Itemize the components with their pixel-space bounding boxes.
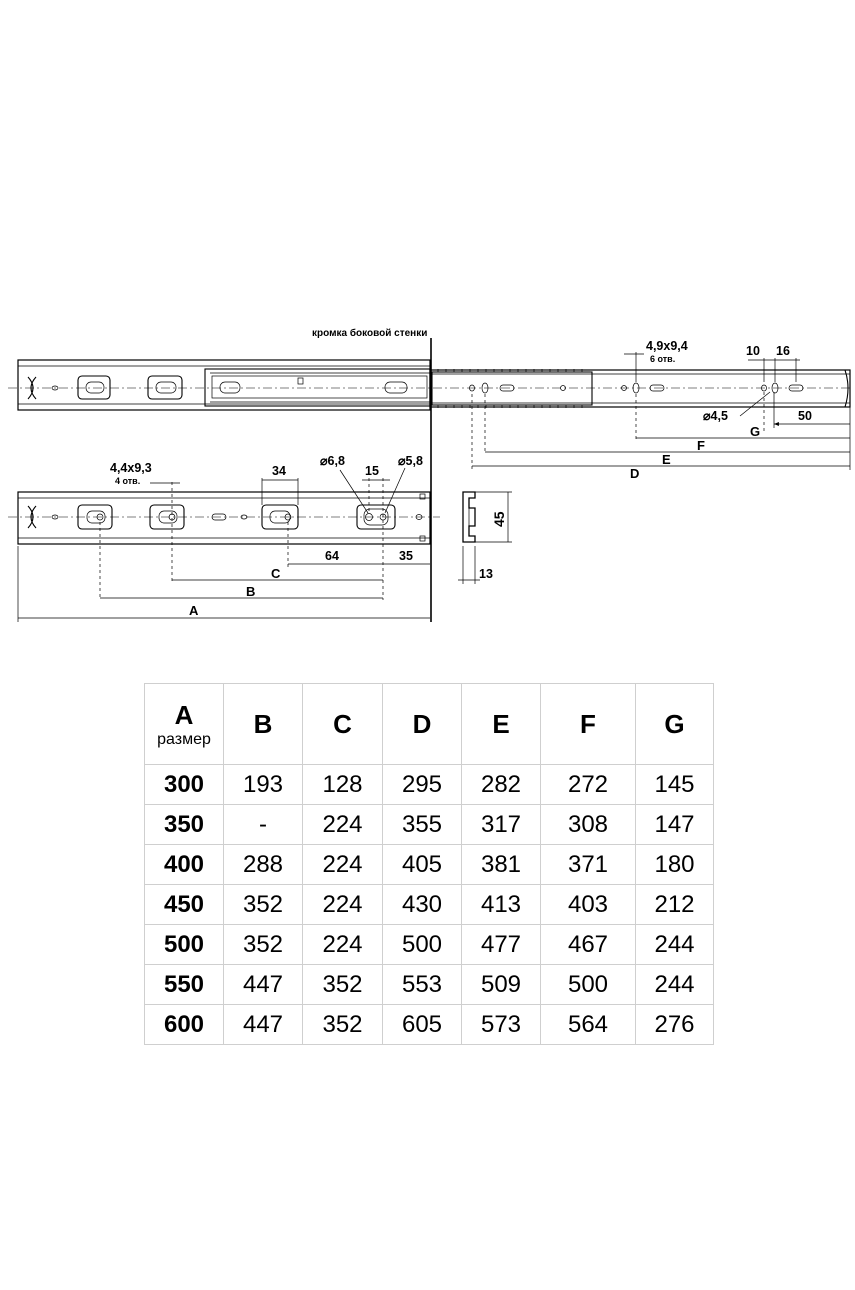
table-row: 450 352 224 430 413 403 212 — [144, 884, 714, 925]
cell-a: 550 — [144, 964, 224, 1005]
cell-f: 467 — [540, 924, 636, 965]
table-header-row: A размер B C D E F G — [144, 683, 714, 765]
dim-35: 35 — [399, 549, 413, 563]
header-c: C — [302, 683, 383, 765]
profile-width: 13 — [479, 567, 493, 581]
cell-c: 224 — [302, 924, 383, 965]
cell-g: 276 — [635, 1004, 714, 1045]
header-e: E — [461, 683, 541, 765]
profile-height: 45 — [491, 511, 507, 527]
cell-f: 308 — [540, 804, 636, 845]
cell-b: 352 — [223, 884, 303, 925]
extended-slide-view: 4,9x9,4 6 отв. 10 16 ⌀4,5 50 G F E D — [8, 339, 852, 481]
table-row: 550 447 352 553 509 500 244 — [144, 964, 714, 1005]
cell-f: 564 — [540, 1004, 636, 1045]
cell-d: 355 — [382, 804, 462, 845]
letter-f: F — [697, 438, 705, 453]
cell-e: 477 — [461, 924, 541, 965]
edge-label: кромка боковой стенки — [312, 327, 427, 339]
top-holes-size: 4,9x9,4 — [646, 339, 688, 353]
rail-profile: 45 13 — [458, 491, 512, 584]
cell-g: 147 — [635, 804, 714, 845]
cell-d: 295 — [382, 764, 462, 805]
header-b: B — [223, 683, 303, 765]
cell-g: 180 — [635, 844, 714, 885]
cell-d: 553 — [382, 964, 462, 1005]
header-g: G — [635, 683, 714, 765]
letter-e: E — [662, 452, 671, 467]
letter-b: B — [246, 584, 255, 599]
cell-b: - — [223, 804, 303, 845]
cell-c: 352 — [302, 964, 383, 1005]
cell-d: 500 — [382, 924, 462, 965]
dia-68: ⌀6,8 — [320, 454, 345, 468]
cell-c: 224 — [302, 844, 383, 885]
header-a: A размер — [144, 683, 224, 765]
header-d: D — [382, 683, 462, 765]
dim-10: 10 — [746, 344, 760, 358]
cell-f: 403 — [540, 884, 636, 925]
top-holes-count: 6 отв. — [650, 354, 675, 364]
letter-g: G — [750, 424, 760, 439]
bottom-holes-count: 4 отв. — [115, 476, 140, 486]
header-f: F — [540, 683, 636, 765]
cell-b: 288 — [223, 844, 303, 885]
dim-34: 34 — [272, 464, 286, 478]
cell-c: 224 — [302, 804, 383, 845]
cell-b: 447 — [223, 1004, 303, 1045]
dim-16: 16 — [776, 344, 790, 358]
cell-c: 352 — [302, 1004, 383, 1045]
cell-b: 447 — [223, 964, 303, 1005]
cell-a: 600 — [144, 1004, 224, 1045]
size-table: A размер B C D E F G 300 193 128 295 282… — [144, 683, 714, 1045]
cell-e: 573 — [461, 1004, 541, 1045]
cell-e: 509 — [461, 964, 541, 1005]
letter-c: C — [271, 566, 281, 581]
dim-50: 50 — [798, 409, 812, 423]
cell-g: 244 — [635, 964, 714, 1005]
table-row: 400 288 224 405 381 371 180 — [144, 844, 714, 885]
cell-b: 352 — [223, 924, 303, 965]
cell-e: 381 — [461, 844, 541, 885]
letter-a: A — [189, 603, 199, 618]
cell-f: 371 — [540, 844, 636, 885]
table-row: 350 - 224 355 317 308 147 — [144, 804, 714, 845]
table-row: 600 447 352 605 573 564 276 — [144, 1004, 714, 1045]
cell-f: 272 — [540, 764, 636, 805]
cell-d: 605 — [382, 1004, 462, 1045]
cell-d: 405 — [382, 844, 462, 885]
cell-e: 317 — [461, 804, 541, 845]
table-row: 300 193 128 295 282 272 145 — [144, 764, 714, 805]
table-row: 500 352 224 500 477 467 244 — [144, 924, 714, 965]
cell-d: 430 — [382, 884, 462, 925]
cell-c: 128 — [302, 764, 383, 805]
header-a-sub: размер — [157, 731, 211, 748]
technical-drawing: кромка боковой стенки — [8, 327, 852, 622]
letter-d: D — [630, 466, 639, 481]
hole-dia-45: ⌀4,5 — [703, 409, 728, 423]
cell-g: 145 — [635, 764, 714, 805]
cell-b: 193 — [223, 764, 303, 805]
cell-e: 413 — [461, 884, 541, 925]
bottom-holes-size: 4,4x9,3 — [110, 461, 152, 475]
cell-c: 224 — [302, 884, 383, 925]
dia-58: ⌀5,8 — [398, 454, 423, 468]
cell-e: 282 — [461, 764, 541, 805]
cell-a: 400 — [144, 844, 224, 885]
cell-a: 450 — [144, 884, 224, 925]
closed-slide-view: 4,4x9,3 4 отв. 34 ⌀6,8 15 ⌀5,8 64 35 C B… — [8, 454, 440, 622]
dim-15: 15 — [365, 464, 379, 478]
cell-f: 500 — [540, 964, 636, 1005]
cell-a: 500 — [144, 924, 224, 965]
cell-g: 212 — [635, 884, 714, 925]
cell-a: 350 — [144, 804, 224, 845]
side-wall-edge: кромка боковой стенки — [312, 327, 432, 622]
dim-64: 64 — [325, 549, 339, 563]
cell-g: 244 — [635, 924, 714, 965]
cell-a: 300 — [144, 764, 224, 805]
